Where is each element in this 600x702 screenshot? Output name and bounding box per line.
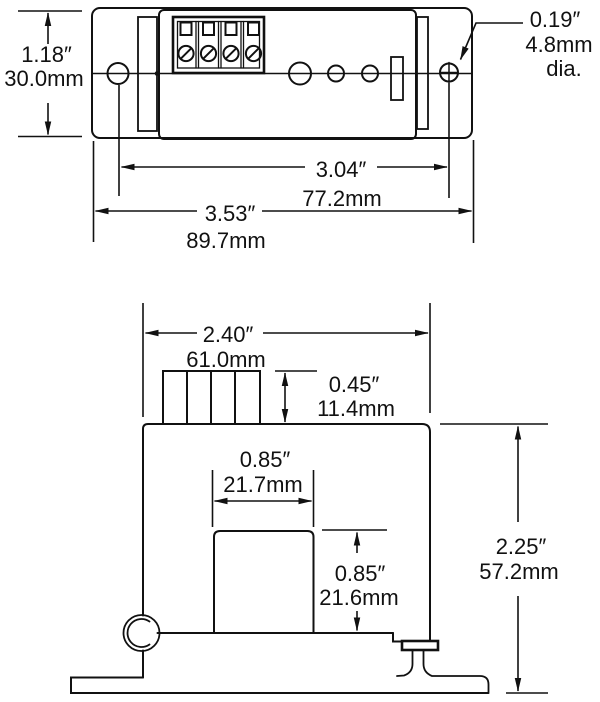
label-overall-height-in: 2.25″ [496, 534, 547, 559]
hinge-ear-inner [126, 618, 151, 648]
label-hole-dia-suffix: dia. [546, 56, 581, 81]
component-circle-large [288, 61, 312, 86]
wire-entry-1 [179, 21, 193, 36]
front-view [70, 370, 490, 694]
label-height-in: 1.18″ [21, 42, 72, 67]
junction-dot [154, 71, 160, 76]
label-hole-spacing-in: 3.04″ [316, 157, 367, 182]
label-width-in: 3.53″ [205, 201, 256, 226]
label-terminal-height-in: 0.45″ [329, 372, 380, 397]
wire-entry-3 [224, 21, 238, 36]
terminal-block [171, 15, 266, 75]
terminal-teeth [162, 370, 261, 425]
label-height-mm: 30.0mm [4, 66, 83, 91]
dimension-labels: 1.18″ 30.0mm 0.19″ 4.8mm dia. 3.04″ 77.2… [4, 7, 592, 610]
label-body-width-mm: 61.0mm [186, 347, 265, 372]
label-hole-dia-in: 0.19″ [530, 7, 581, 32]
din-clip-stem-right [422, 649, 490, 693]
label-hole-dia-mm: 4.8mm [525, 32, 592, 57]
label-sensor-height-in: 0.85″ [335, 561, 386, 586]
sensor-bump [213, 530, 315, 634]
din-clip-stem-left [396, 649, 414, 677]
label-hole-spacing-mm: 77.2mm [302, 186, 381, 211]
wire-entry-2 [202, 21, 215, 36]
hinge-ear-outer [122, 614, 161, 652]
body-outline [142, 423, 431, 642]
mounting-hole-left [106, 62, 130, 85]
terminal-screw-1 [177, 44, 195, 63]
terminal-screw-2 [199, 44, 218, 63]
terminal-screw-4 [244, 44, 263, 63]
terminal-block-outer [171, 15, 266, 75]
label-body-width-in: 2.40″ [203, 322, 254, 347]
wire-entry-4 [247, 21, 260, 36]
hole-dia-leader [459, 22, 523, 61]
label-terminal-height-mm: 11.4mm [317, 396, 395, 421]
top-view-dimensions [18, 10, 523, 243]
din-clip-step [392, 632, 403, 643]
base-flange [70, 676, 490, 694]
front-view-dimensions [142, 303, 548, 694]
label-sensor-height-mm: 21.6mm [319, 585, 398, 610]
label-width-mm: 89.7mm [186, 228, 265, 253]
terminal-screw-3 [222, 44, 240, 63]
component-circle-small-2 [361, 64, 379, 83]
component-circle-small-1 [327, 64, 345, 83]
label-overall-height-mm: 57.2mm [479, 559, 558, 584]
top-view [91, 7, 473, 140]
label-sensor-width-mm: 21.7mm [223, 472, 302, 497]
component-slot [390, 56, 404, 101]
label-sensor-width-in: 0.85″ [240, 447, 291, 472]
din-clip-bar [400, 639, 440, 652]
